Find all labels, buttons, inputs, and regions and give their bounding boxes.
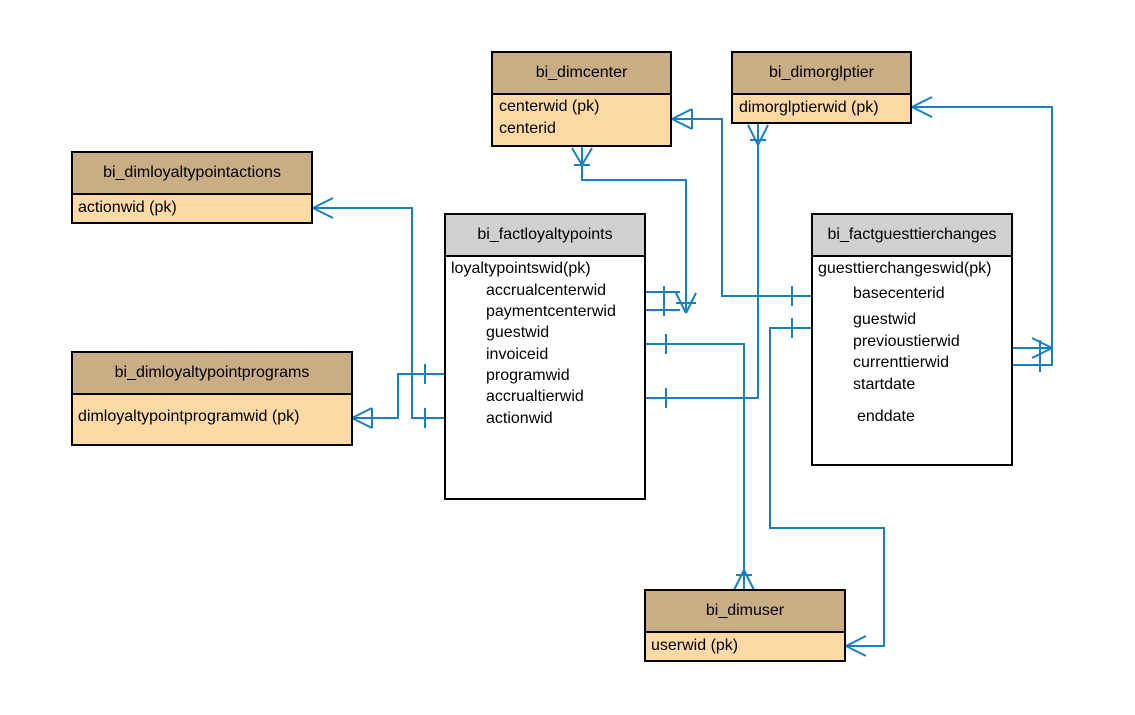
field-dimloyaltypointprogramwid: dimloyaltypointprogramwid (pk): [78, 408, 300, 425]
field-basecenterid: basecenterid: [853, 285, 945, 302]
field-invoiceid: invoiceid: [486, 346, 549, 363]
entity-body: guesttierchangeswid(pk) basecenterid gue…: [813, 257, 1011, 464]
entity-body: userwid (pk): [646, 633, 844, 660]
connector-dimcenter-factguesttierchanges: [671, 108, 811, 306]
entity-bi-dimcenter[interactable]: bi_dimcenter centerwid (pk) centerid: [491, 51, 672, 147]
field-guestwid: guestwid: [853, 311, 917, 328]
field-previoustierwid: previoustierwid: [853, 333, 960, 350]
field-userwid: userwid (pk): [651, 637, 739, 654]
entity-body: dimloyaltypointprogramwid (pk): [73, 395, 351, 444]
field-actionwid: actionwid: [486, 410, 553, 427]
connector-dimorglptier-factguesttierchanges: [911, 96, 1053, 372]
entity-body: dimorglptierwid (pk): [733, 95, 910, 122]
field-startdate: startdate: [853, 376, 916, 393]
connector-dimloyaltypointprograms-factloyaltypoints: [351, 364, 444, 429]
field-centerid: centerid: [499, 120, 556, 137]
connector-dimcenter-factloyaltypoints: [571, 147, 697, 314]
connector-factloyaltypoints-center-feet: [646, 286, 680, 316]
field-paymentcenterwid: paymentcenterwid: [486, 303, 616, 320]
connector-dimuser-factguesttierchanges: [769, 318, 885, 657]
entity-body: loyaltypointswid(pk) accrualcenterwid pa…: [446, 257, 644, 498]
entity-bi-factguesttierchanges[interactable]: bi_factguesttierchanges guesttierchanges…: [811, 213, 1013, 466]
field-accrualtierwid: accrualtierwid: [486, 388, 584, 405]
entity-body: centerwid (pk) centerid: [493, 95, 670, 145]
entity-title: bi_dimuser: [646, 591, 844, 633]
field-guestwid: guestwid: [486, 324, 550, 341]
entity-title: bi_factloyaltypoints: [446, 215, 644, 257]
connector-dimuser-factloyaltypoints: [646, 334, 755, 591]
field-dimorglptierwid: dimorglptierwid (pk): [739, 99, 879, 116]
field-accrualcenterwid: accrualcenterwid: [486, 282, 607, 299]
entity-title: bi_dimloyaltypointprograms: [73, 353, 351, 395]
entity-title: bi_dimloyaltypointactions: [73, 153, 311, 195]
field-guesttierchangeswid: guesttierchangeswid(pk): [818, 260, 992, 277]
entity-title: bi_factguesttierchanges: [813, 215, 1011, 257]
entity-title: bi_dimorglptier: [733, 53, 910, 95]
field-currenttierwid: currenttierwid: [853, 354, 950, 371]
entity-bi-dimloyaltypointactions[interactable]: bi_dimloyaltypointactions actionwid (pk): [71, 151, 313, 224]
entity-bi-dimloyaltypointprograms[interactable]: bi_dimloyaltypointprograms dimloyaltypoi…: [71, 351, 353, 446]
field-enddate: enddate: [857, 408, 915, 425]
field-programwid: programwid: [486, 367, 570, 384]
connector-dimorglptier-factloyaltypoints: [646, 124, 769, 408]
entity-title: bi_dimcenter: [493, 53, 670, 95]
entity-bi-dimorglptier[interactable]: bi_dimorglptier dimorglptierwid (pk): [731, 51, 912, 124]
entity-bi-factloyaltypoints[interactable]: bi_factloyaltypoints loyaltypointswid(pk…: [444, 213, 646, 500]
field-actionwid: actionwid (pk): [78, 199, 177, 216]
connector-dimloyaltypointactions-factloyaltypoints: [312, 197, 444, 428]
entity-body: actionwid (pk): [73, 195, 311, 222]
field-loyaltypointswid: loyaltypointswid(pk): [451, 260, 591, 277]
field-centerwid: centerwid (pk): [499, 98, 600, 115]
entity-bi-dimuser[interactable]: bi_dimuser userwid (pk): [644, 589, 846, 662]
